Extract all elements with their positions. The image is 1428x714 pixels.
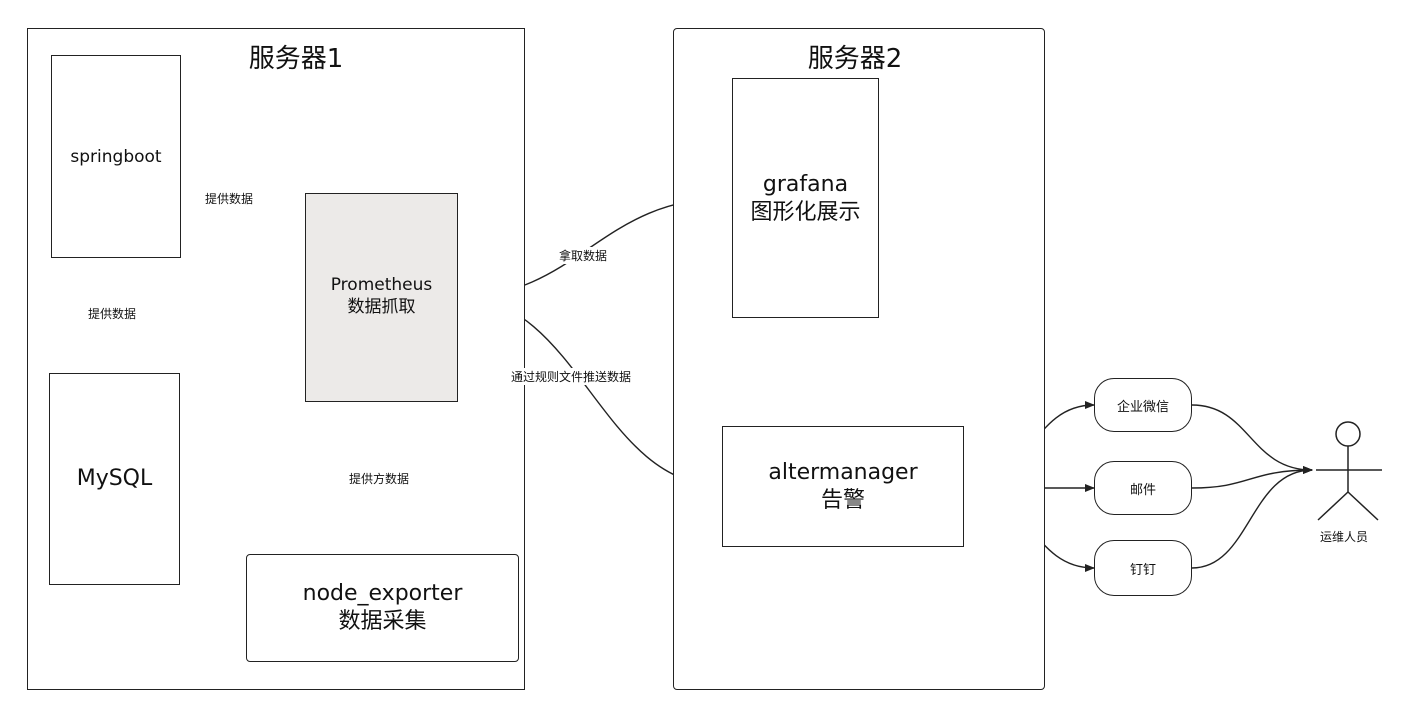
springboot-node[interactable]: springboot bbox=[51, 55, 181, 258]
email-node[interactable]: 邮件 bbox=[1094, 461, 1192, 515]
ops-person-icon bbox=[1316, 421, 1382, 521]
grafana-label-2: 图形化展示 bbox=[750, 200, 861, 225]
edge-label-prometheus-alertmanager: 通过规则文件推送数据 bbox=[509, 368, 634, 385]
edge-label-nodeexporter-prometheus: 提供方数据 bbox=[347, 470, 412, 487]
alertmanager-label-1: altermanager bbox=[768, 459, 918, 485]
dingtalk-node[interactable]: 钉钉 bbox=[1094, 540, 1192, 596]
mysql-label: MySQL bbox=[76, 466, 153, 491]
dingtalk-label: 钉钉 bbox=[1129, 562, 1156, 578]
prometheus-label-2: 数据抓取 bbox=[347, 297, 416, 317]
wechat-label: 企业微信 bbox=[1116, 399, 1169, 415]
grafana-node[interactable]: grafana 图形化展示 bbox=[732, 78, 879, 318]
server2-title: 服务器2 bbox=[807, 44, 903, 74]
server1-title: 服务器1 bbox=[248, 44, 344, 74]
edge-wechat-ops bbox=[1191, 404, 1313, 474]
prometheus-node[interactable]: Prometheus 数据抓取 bbox=[305, 193, 458, 402]
springboot-label: springboot bbox=[70, 147, 162, 167]
node-exporter-node[interactable]: node_exporter 数据采集 bbox=[246, 554, 519, 662]
edge-dingtalk-ops bbox=[1191, 466, 1313, 569]
prometheus-label-1: Prometheus bbox=[330, 275, 433, 295]
node-exporter-label-1: node_exporter bbox=[302, 581, 463, 606]
edge-email-ops bbox=[1191, 466, 1313, 489]
grafana-label-1: grafana bbox=[762, 172, 849, 197]
wechat-node[interactable]: 企业微信 bbox=[1094, 378, 1192, 432]
mysql-node[interactable]: MySQL bbox=[49, 373, 180, 585]
edge-label-mysql-springboot: 提供数据 bbox=[86, 305, 139, 322]
alertmanager-label-2: 告警 bbox=[820, 487, 865, 513]
edge-label-grafana-pull: 拿取数据 bbox=[557, 247, 610, 264]
email-label: 邮件 bbox=[1129, 482, 1156, 498]
node-exporter-label-2: 数据采集 bbox=[338, 609, 427, 634]
alertmanager-node[interactable]: altermanager 告警 bbox=[722, 426, 964, 547]
ops-label: 运维人员 bbox=[1318, 528, 1371, 545]
edge-label-springboot-prometheus: 提供数据 bbox=[203, 190, 256, 207]
